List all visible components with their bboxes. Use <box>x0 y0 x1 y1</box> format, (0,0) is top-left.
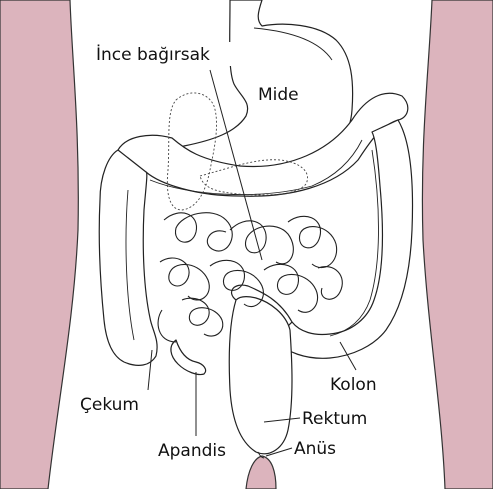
right-body-edge <box>422 0 493 489</box>
appendix-organ <box>171 340 206 375</box>
small-intestine-loop-3 <box>288 216 337 267</box>
label-anus: Anüs <box>294 439 336 459</box>
label-cecum: Çekum <box>80 395 139 415</box>
appendix-shape <box>171 340 206 375</box>
rectum-shape <box>229 297 292 454</box>
perineum <box>246 456 276 489</box>
left-body-edge <box>0 0 78 489</box>
label-appendix: Apandis <box>158 441 226 461</box>
small-intestine-loop-4 <box>160 258 209 300</box>
label-rectum: Rektum <box>302 409 367 429</box>
small-intestine-loop-9 <box>158 310 176 342</box>
label-small-intestine: İnce bağırsak <box>96 44 210 65</box>
small-intestine-loop-1 <box>164 213 232 251</box>
rectum-organ <box>229 297 292 458</box>
label-colon: Kolon <box>330 375 377 395</box>
small-intestine-loop-8 <box>182 298 223 336</box>
small-intestine-loop-7 <box>318 267 342 300</box>
ascending-colon <box>99 150 157 365</box>
label-stomach: Mide <box>258 85 299 105</box>
